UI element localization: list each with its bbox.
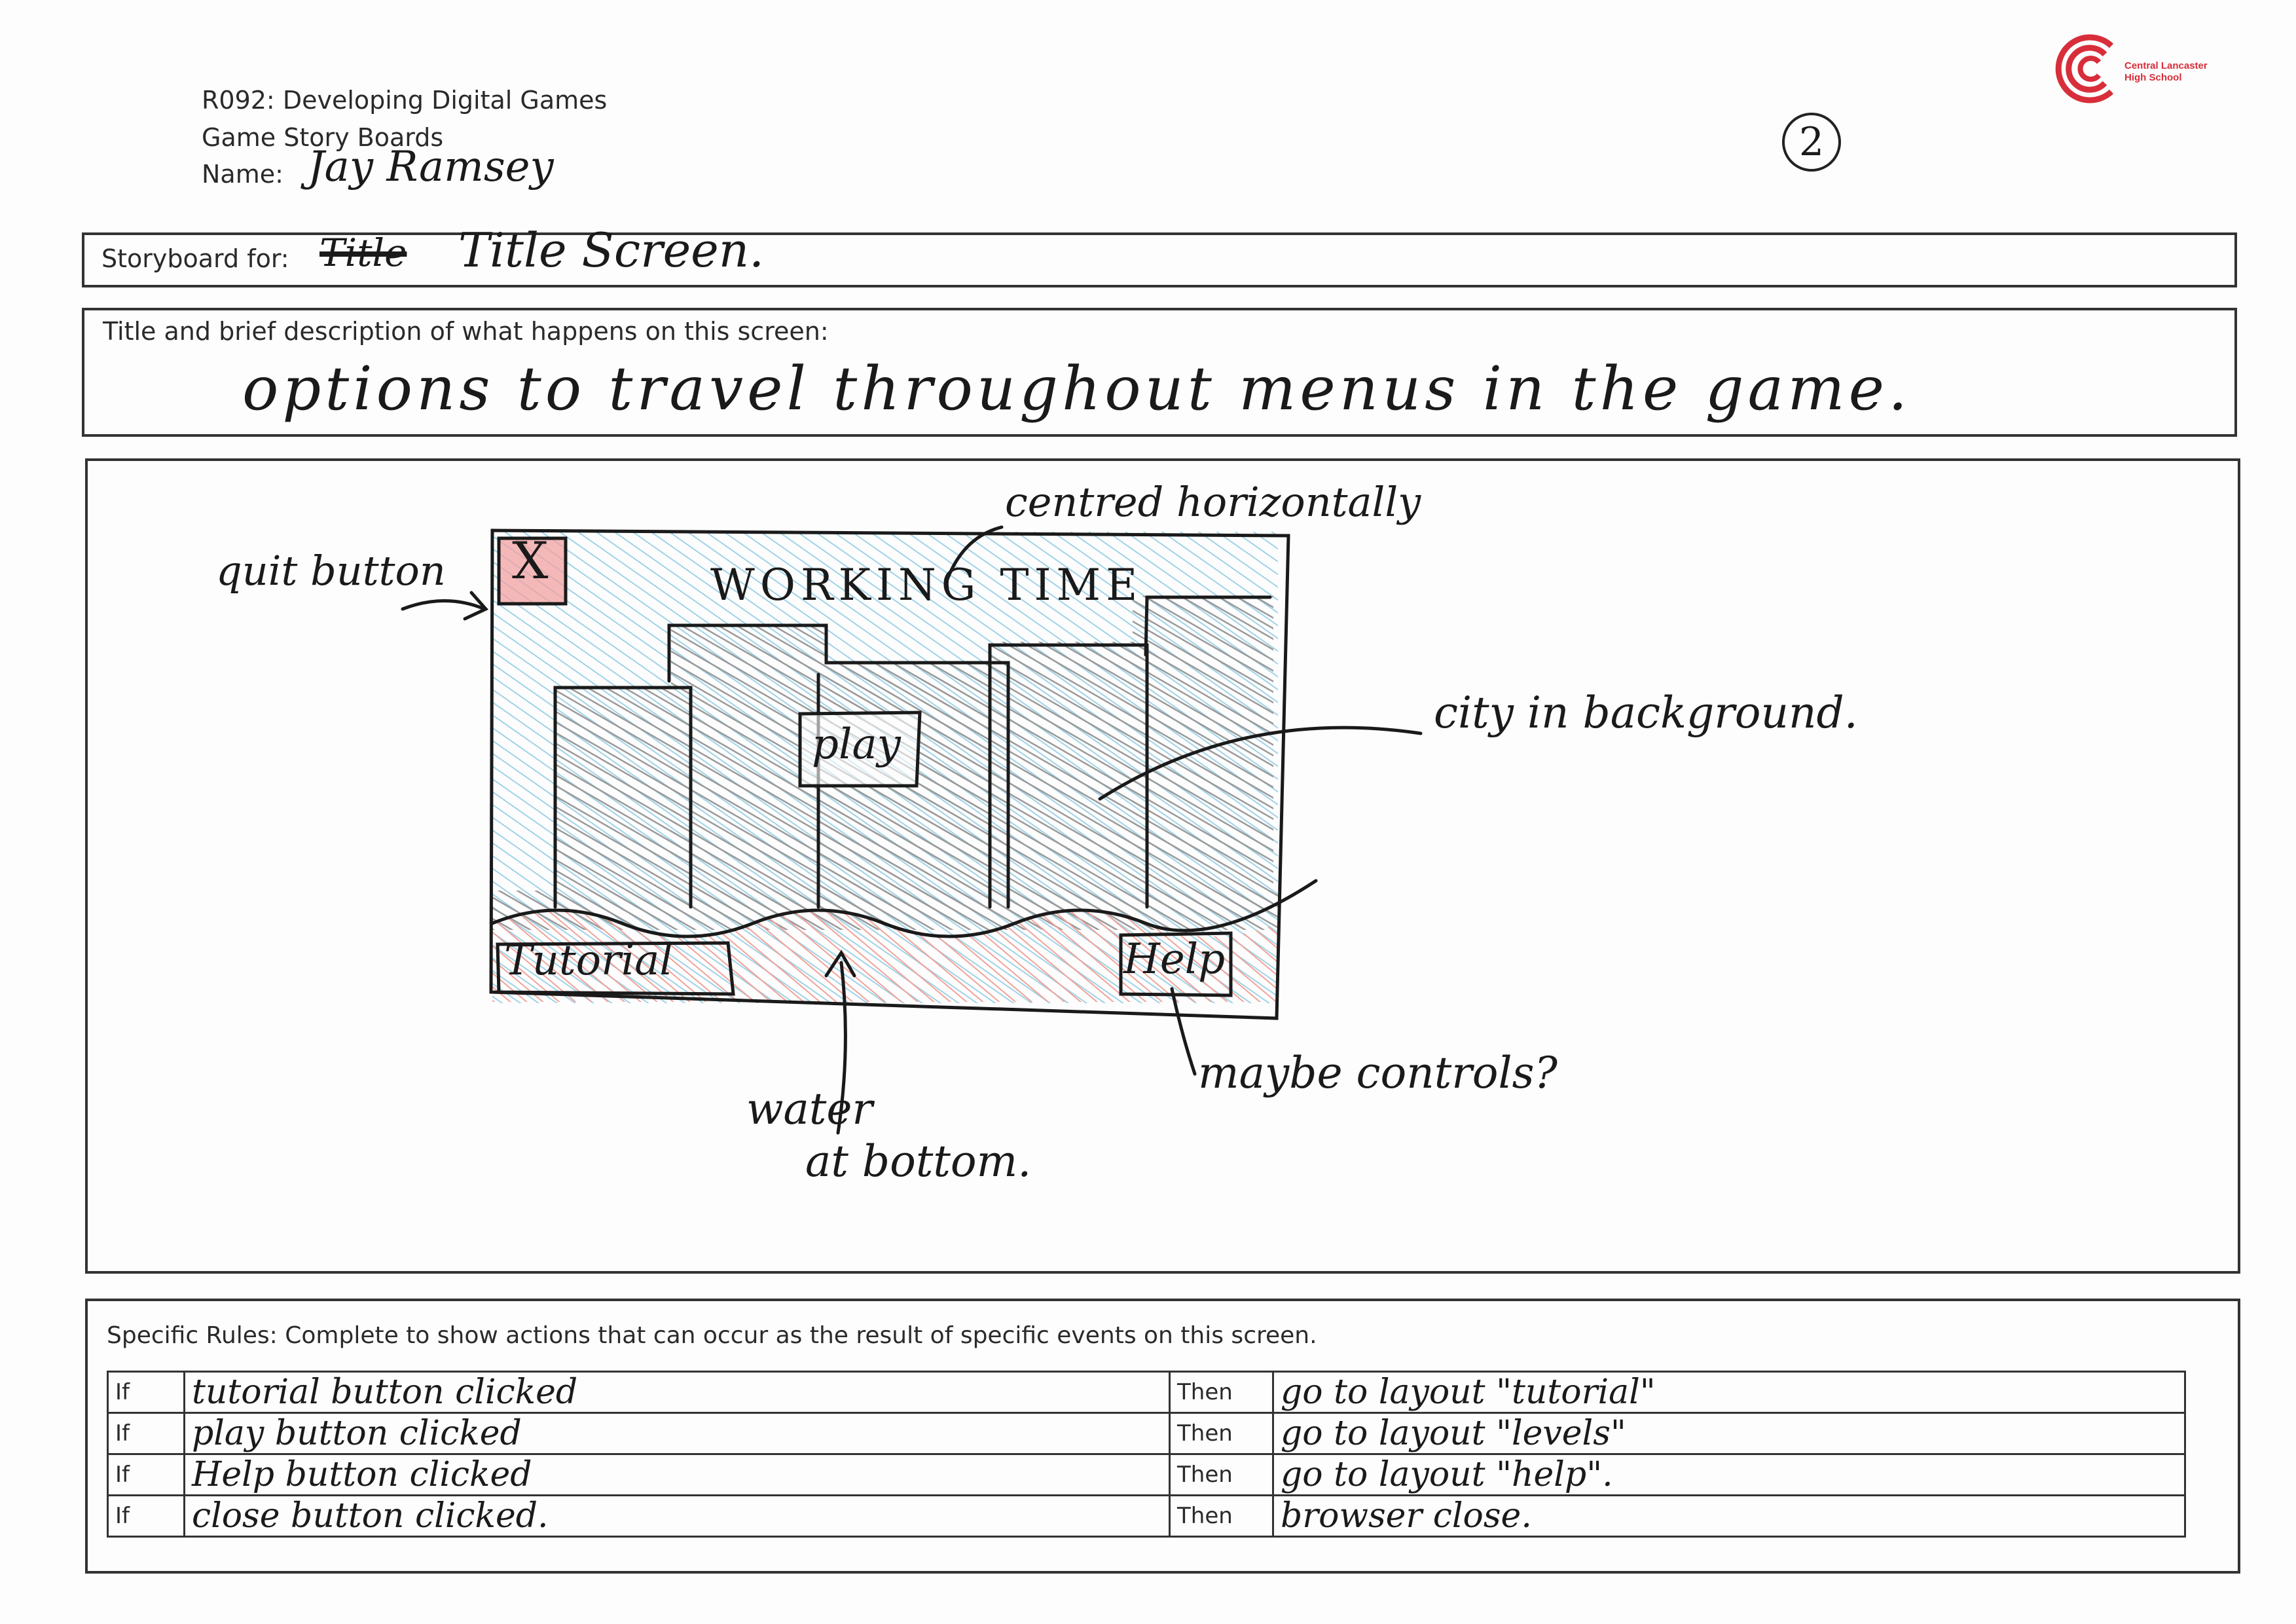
building-3: [818, 674, 1002, 910]
rule-condition: close button clicked.: [183, 1494, 1171, 1538]
controls-pointer: [1170, 987, 1197, 1076]
tutorial-label-sketch: Tutorial: [504, 936, 673, 985]
building-5-outline: [1144, 595, 1272, 657]
rule-if: If: [107, 1494, 185, 1538]
quit-arrowhead-icon: [463, 591, 489, 621]
annotation-centred: centred horizontally: [1005, 478, 1421, 526]
sheet-subtitle: Game Story Boards: [202, 123, 444, 152]
building-1-outline: [553, 686, 693, 909]
rule-row: If tutorial button clicked Then go to la…: [107, 1371, 2186, 1414]
school-logo-icon: [2055, 34, 2114, 103]
tutorial-button-sketch: [496, 941, 735, 996]
annotation-water-1: water: [746, 1084, 873, 1134]
rule-condition: tutorial button clicked: [183, 1371, 1171, 1414]
logo-text: Central Lancaster High School: [2124, 60, 2208, 84]
rule-then: Then: [1169, 1453, 1274, 1496]
help-label-sketch: Help: [1123, 935, 1226, 984]
screen-title-sketch: WORKING TIME: [710, 560, 1143, 610]
rule-if: If: [107, 1453, 185, 1496]
water-pointer: [836, 961, 847, 1135]
rule-action: go to layout "help".: [1272, 1453, 2186, 1496]
quit-button-sketch: [497, 536, 568, 606]
rule-if: If: [107, 1371, 185, 1414]
annotation-controls: maybe controls?: [1198, 1048, 1558, 1098]
rule-condition: play button clicked: [183, 1412, 1171, 1455]
rules-label: Specific Rules: Complete to show actions…: [107, 1322, 1317, 1349]
rule-if: If: [107, 1412, 185, 1455]
help-button-sketch: [1119, 931, 1233, 997]
rule-then: Then: [1169, 1371, 1274, 1414]
building-1: [556, 688, 691, 910]
rules-table: If tutorial button clicked Then go to la…: [107, 1371, 2186, 1538]
play-label-sketch: play: [812, 720, 901, 769]
rule-action: browser close.: [1272, 1494, 2186, 1538]
rule-row: If play button clicked Then go to layout…: [107, 1412, 2186, 1455]
building-5: [1133, 596, 1273, 910]
rules-box: [85, 1299, 2240, 1574]
student-name: Jay Ramsey: [308, 143, 554, 191]
rule-condition: Help button clicked: [183, 1453, 1171, 1496]
water-area: [492, 910, 1278, 1002]
storyboard-for-box: [82, 232, 2237, 287]
building-4-outline: [988, 643, 1149, 909]
play-button-sketch: [798, 710, 922, 788]
rule-then: Then: [1169, 1494, 1274, 1538]
city-pointer: [1098, 726, 1423, 801]
centred-pointer: [944, 525, 1004, 585]
storyboard-for-label: Storyboard for:: [101, 244, 289, 273]
screen-frame: [489, 528, 1290, 1020]
description-box: [82, 308, 2237, 437]
water-wave: [490, 879, 1318, 938]
building-2-outline: [667, 623, 1010, 909]
water-arrowhead-icon: [824, 950, 856, 978]
building-4: [989, 642, 1149, 910]
struck-word: Title: [319, 231, 407, 275]
annotation-water-2: at bottom.: [805, 1136, 1032, 1187]
rule-then: Then: [1169, 1412, 1274, 1455]
description-value: options to travel throughout menus in th…: [242, 354, 1912, 424]
logo-line-2: High School: [2124, 72, 2182, 83]
unit-title: R092: Developing Digital Games: [202, 86, 608, 115]
name-label: Name:: [202, 160, 283, 189]
rule-row: If Help button clicked Then go to layout…: [107, 1453, 2186, 1496]
rule-action: go to layout "tutorial": [1272, 1371, 2186, 1414]
logo-line-1: Central Lancaster: [2124, 60, 2208, 71]
sketch-area-box: [85, 458, 2240, 1274]
rule-action: go to layout "levels": [1272, 1412, 2186, 1455]
storyboard-for-value: Title Screen.: [458, 223, 765, 278]
page-number: 2: [1782, 113, 1841, 172]
description-label: Title and brief description of what happ…: [103, 317, 829, 346]
annotation-quit: quit button: [216, 547, 446, 595]
quit-pointer: [401, 599, 486, 611]
annotation-city: city in background.: [1434, 688, 1858, 738]
rule-row: If close button clicked. Then browser cl…: [107, 1494, 2186, 1538]
quit-symbol: X: [512, 532, 549, 591]
